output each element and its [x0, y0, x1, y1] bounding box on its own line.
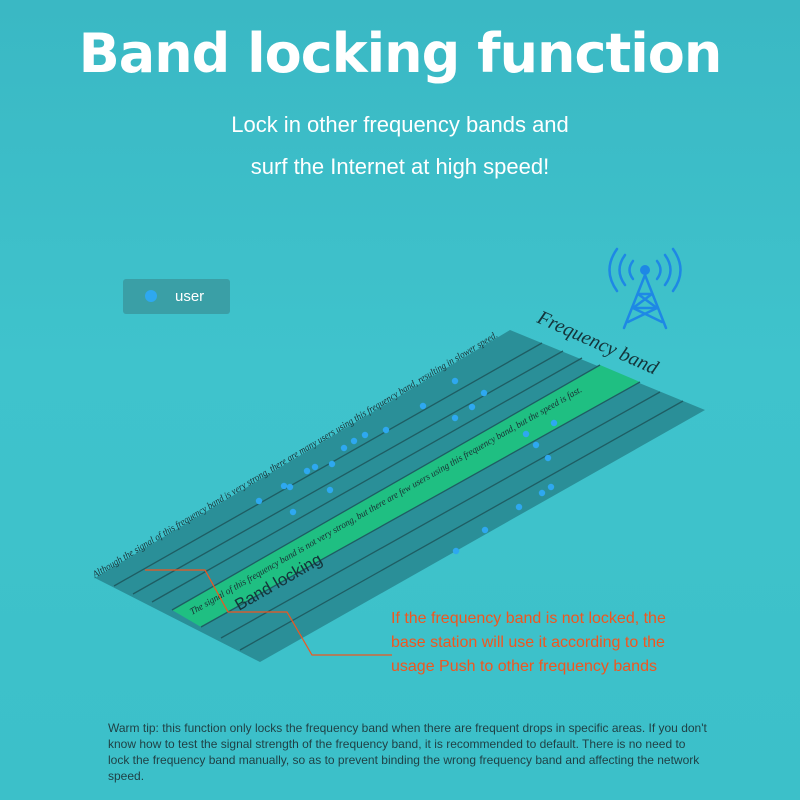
- user-dot: [289, 508, 297, 516]
- user-dot: [361, 431, 369, 439]
- user-dot: [280, 482, 288, 490]
- legend-box: user: [123, 279, 230, 314]
- legend-label: user: [175, 288, 205, 305]
- user-dot: [340, 444, 348, 452]
- user-dot: [481, 526, 489, 534]
- user-dot: [532, 441, 540, 449]
- subtitle-line-1: Lock in other frequency bands and: [231, 112, 569, 137]
- pointer-line: [145, 569, 392, 656]
- band-dividers: [113, 342, 684, 651]
- user-dot: [452, 547, 460, 555]
- user-dot: [451, 377, 459, 385]
- user-dot-icon: [145, 290, 157, 302]
- user-dot: [326, 486, 334, 494]
- user-dot: [538, 489, 546, 497]
- user-dot: [550, 419, 558, 427]
- user-dot: [350, 437, 358, 445]
- page-title: Band locking function: [78, 22, 723, 85]
- user-dot: [255, 497, 263, 505]
- user-dots: [255, 377, 558, 555]
- user-dot: [419, 402, 427, 410]
- locked-band-strip: [172, 365, 640, 627]
- user-dot: [311, 463, 319, 471]
- user-dot: [547, 483, 555, 491]
- warm-tip-text: Warm tip: this function only locks the f…: [108, 721, 707, 783]
- orange-note-line-3: usage Push to other frequency bands: [391, 658, 657, 675]
- user-dot: [286, 483, 294, 491]
- subtitle-line-2: surf the Internet at high speed!: [250, 154, 550, 179]
- orange-note-line-2: base station will use it according to th…: [391, 634, 665, 651]
- user-dot: [468, 403, 476, 411]
- user-dot: [522, 430, 530, 438]
- user-dot: [515, 503, 523, 511]
- user-dot: [544, 454, 552, 462]
- user-dot: [451, 414, 459, 422]
- orange-note-line-1: If the frequency band is not locked, the: [391, 610, 666, 627]
- user-dot: [328, 460, 336, 468]
- signal-tower-icon: [608, 247, 682, 330]
- user-dot: [480, 389, 488, 397]
- user-dot: [303, 467, 311, 475]
- user-dot: [382, 426, 390, 434]
